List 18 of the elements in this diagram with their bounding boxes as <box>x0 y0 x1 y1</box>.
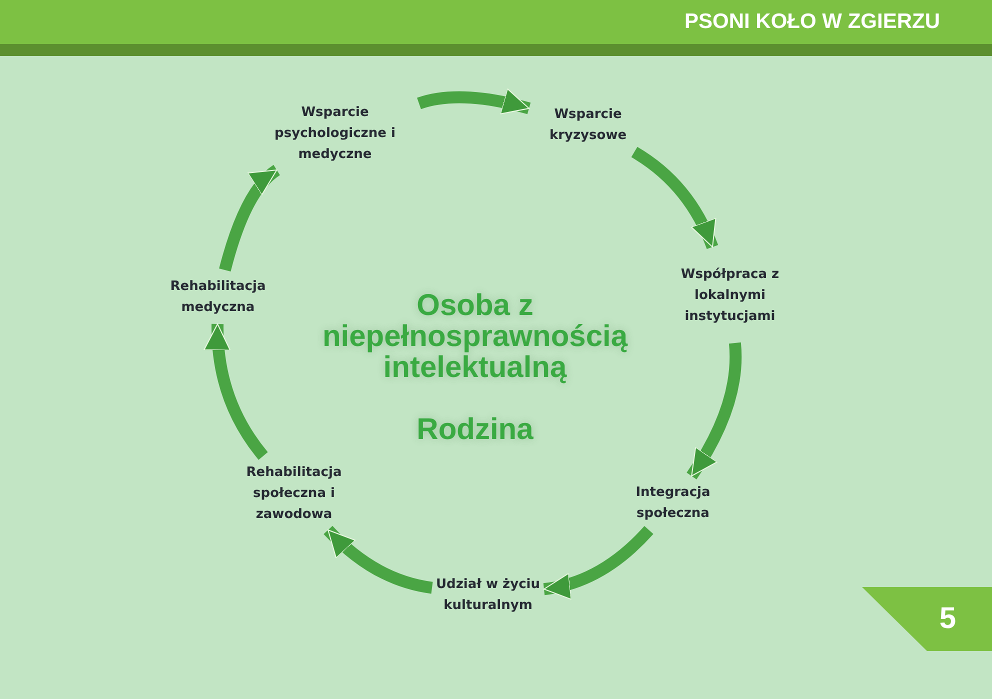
node-label: Udział w życiu kulturalnym <box>436 576 540 615</box>
curved-arrow <box>543 526 654 599</box>
curved-arrow <box>219 165 280 272</box>
page-title: PSONI KOŁO W ZGIERZU <box>684 10 940 34</box>
curved-arrow <box>417 88 531 115</box>
node-label: Integracja społeczna <box>634 484 712 523</box>
node-label: Wsparcie kryzysowe <box>548 106 628 145</box>
node-label: Wsparcie psychologiczne i medyczne <box>274 104 396 164</box>
center-subheading: Rodzina <box>416 414 534 445</box>
curved-arrow <box>204 324 268 460</box>
center-heading: Osoba z niepełnosprawnością intelektualną <box>321 290 629 383</box>
node-label: Rehabilitacja medyczna <box>169 278 267 317</box>
node-label: Rehabilitacja społeczna i zawodowa <box>245 464 343 524</box>
curved-arrow <box>631 146 718 250</box>
curved-arrow <box>686 342 742 480</box>
node-label: Współpraca z lokalnymi instytucjami <box>680 266 780 326</box>
page-number: 5 <box>939 602 956 636</box>
curved-arrow <box>324 526 433 594</box>
